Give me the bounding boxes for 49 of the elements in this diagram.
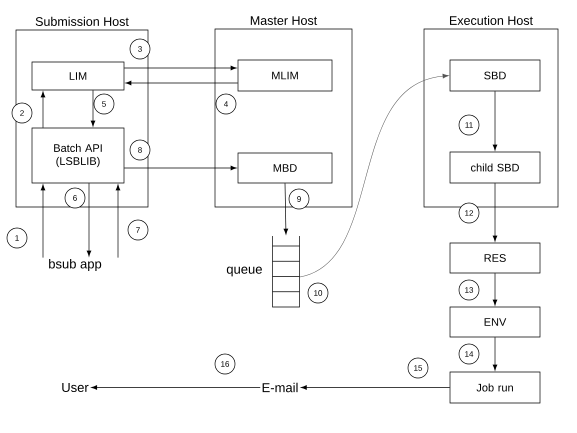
arrow [40,92,46,128]
process-box: SBD [450,60,540,92]
process-box: child SBD [450,152,540,184]
queue-drawing [272,236,300,308]
label-text: User [62,382,88,392]
beside-label: queue [226,266,262,276]
step-number: 5 [94,94,114,114]
arrow [492,337,498,370]
step-number: 12 [458,202,480,224]
step-number: 6 [64,188,86,208]
arrow [40,184,46,258]
label-text: bsub app [49,258,102,272]
arrow [284,183,288,234]
process-box: Batch API (LSBLIB) [32,128,124,184]
step-number: 16 [214,354,236,374]
process-box: LIM [32,62,124,90]
arrow [492,273,498,306]
arrow [126,80,238,86]
process-box: MBD [238,152,332,184]
arrow [492,91,498,150]
arrow [116,184,120,258]
step-number: 11 [458,114,480,136]
step-number: 1 [6,228,28,248]
step-number: 7 [128,220,148,240]
process-box: RES [450,242,540,274]
process-box: MLIM [238,60,332,92]
process-box: Job run [450,372,540,404]
process-box: ENV [450,306,540,338]
step-number: 13 [458,280,480,300]
arrow [90,90,96,126]
step-number: 10 [308,282,328,304]
step-number: 15 [408,358,428,378]
host-title: Master Host [250,16,318,25]
arrow [124,166,236,170]
step-number: 4 [216,94,236,114]
arrow [124,66,236,70]
arrow [300,74,449,278]
label-text: E-mail [262,382,298,392]
host-title: Submission Host [36,16,129,26]
arrow [492,183,498,242]
host-title: Execution Host [450,16,533,25]
step-number: 8 [130,140,150,160]
step-number: 3 [130,38,150,60]
step-number: 9 [288,188,310,210]
arrow [91,385,261,390]
step-number: 2 [12,102,32,124]
step-number: 14 [458,344,480,364]
arrow [86,183,92,256]
arrow [300,385,450,390]
